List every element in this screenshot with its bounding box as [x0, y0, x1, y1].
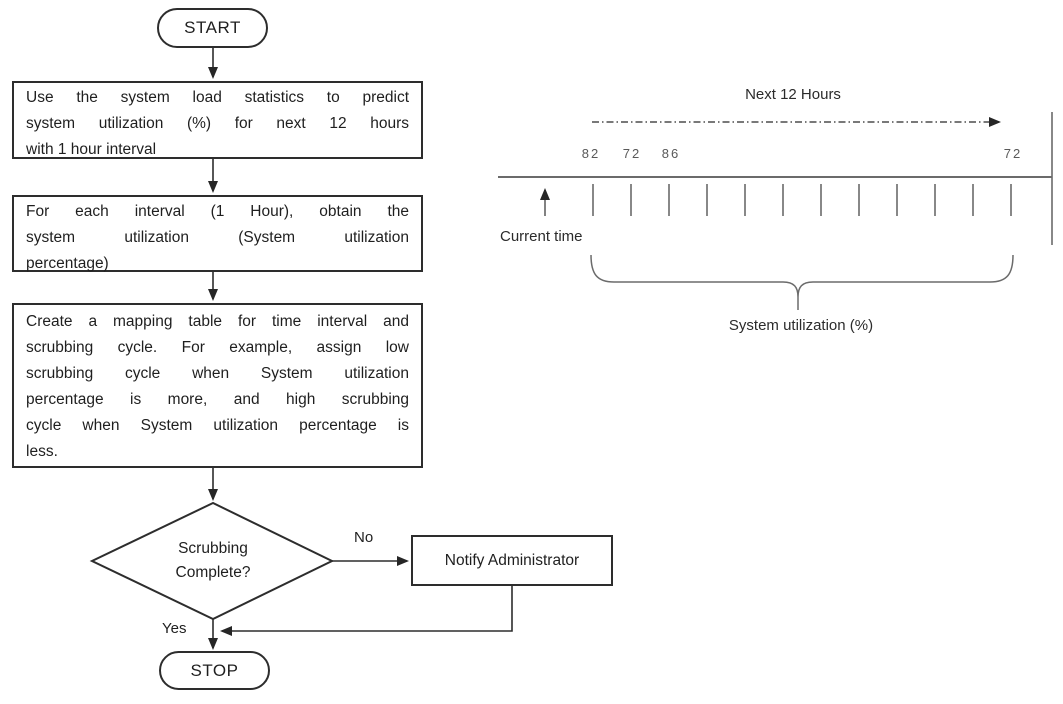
process-text-line: Create a mapping table for time interval…: [26, 313, 409, 330]
utilization-value-hour12: 72: [1003, 146, 1023, 161]
edge-label-yes: Yes: [162, 620, 187, 637]
utilization-value-hour2: 72: [622, 146, 642, 161]
process-text-line: with 1 hour interval: [26, 141, 157, 158]
process-text-line: scrubbing cycle. For example, assign low: [26, 339, 409, 356]
process-predict-utilization: Use the system load statistics to predic…: [12, 81, 423, 159]
process-obtain-utilization: For each interval (1 Hour), obtain the s…: [12, 195, 423, 272]
start-terminal: START: [157, 8, 268, 48]
line-notify-feedback: [220, 586, 513, 636]
utilization-brace: [590, 254, 1014, 310]
edge-label-no: No: [354, 529, 374, 546]
process-text-line: system utilization (System utilization: [26, 229, 409, 246]
utilization-brace-label: System utilization (%): [728, 317, 874, 334]
process-text-line: system utilization (%) for next 12 hours: [26, 115, 409, 132]
process-text-line: percentage): [26, 255, 109, 272]
utilization-value-hour1: 82: [581, 146, 601, 161]
process-text-line: percentage is more, and high scrubbing: [26, 391, 409, 408]
stop-label: STOP: [190, 660, 239, 680]
timeline-title: Next 12 Hours: [745, 86, 841, 103]
process-create-mapping-table: Create a mapping table for time interval…: [12, 303, 423, 468]
current-time-label: Current time: [500, 228, 583, 245]
process-text-line: cycle when System utilization percentage…: [26, 417, 409, 434]
decision-scrubbing-complete: Scrubbing Complete?: [143, 537, 283, 585]
process-text-line: For each interval (1 Hour), obtain the: [26, 203, 409, 220]
process-notify-administrator: Notify Administrator: [411, 535, 613, 586]
process-text-line: Use the system load statistics to predic…: [26, 89, 409, 106]
hour-ticks: [592, 184, 1012, 216]
start-label: START: [184, 18, 241, 37]
process-text-line: scrubbing cycle when System utilization: [26, 365, 409, 382]
notify-label: Notify Administrator: [444, 551, 580, 569]
decision-diamond-shape: [89, 501, 335, 621]
utilization-value-hour3: 86: [661, 146, 681, 161]
decision-text-line: Scrubbing: [178, 540, 248, 557]
stop-terminal: STOP: [159, 651, 270, 690]
process-text-line: less.: [26, 443, 58, 460]
decision-text-line: Complete?: [175, 564, 251, 581]
